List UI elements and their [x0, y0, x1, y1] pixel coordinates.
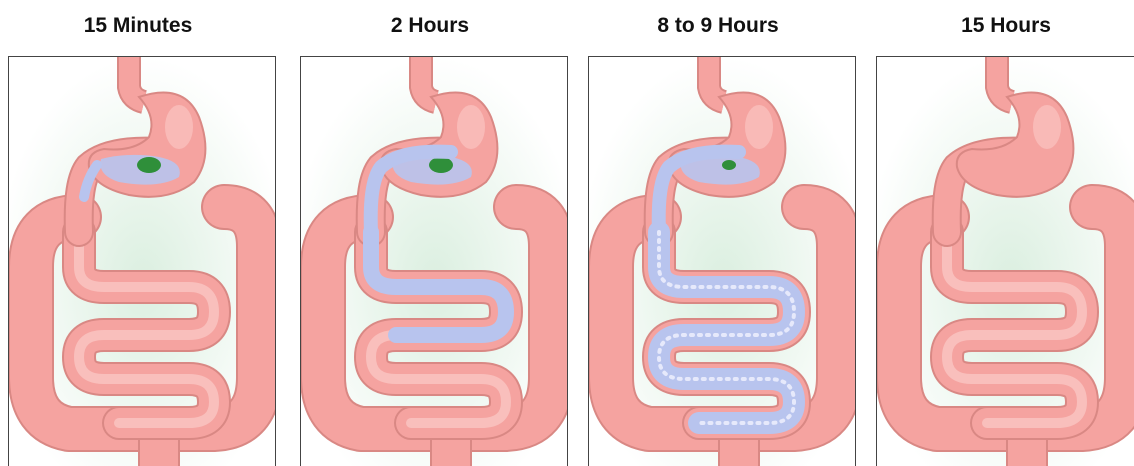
- stomach-highlight: [1033, 105, 1061, 149]
- food-particle: [137, 157, 161, 173]
- title-15-hours: 15 Hours: [876, 14, 1134, 38]
- stomach-highlight: [165, 105, 193, 149]
- digestive-tract-diagram: [301, 57, 568, 466]
- panel-8-to-9-hours: [588, 56, 856, 466]
- panel-2-hours: [300, 56, 568, 466]
- title-15-minutes: 15 Minutes: [8, 14, 268, 38]
- food-particle: [429, 157, 453, 173]
- title-2-hours: 2 Hours: [300, 14, 560, 38]
- food-particle: [722, 160, 736, 170]
- panel-15-hours: [876, 56, 1134, 466]
- digestive-tract-diagram: [589, 57, 856, 466]
- digestive-tract-diagram: [9, 57, 276, 466]
- title-8-to-9-hours: 8 to 9 Hours: [588, 14, 848, 38]
- panel-15-minutes: [8, 56, 276, 466]
- stomach-highlight: [457, 105, 485, 149]
- digestive-tract-diagram: [877, 57, 1134, 466]
- stomach-highlight: [745, 105, 773, 149]
